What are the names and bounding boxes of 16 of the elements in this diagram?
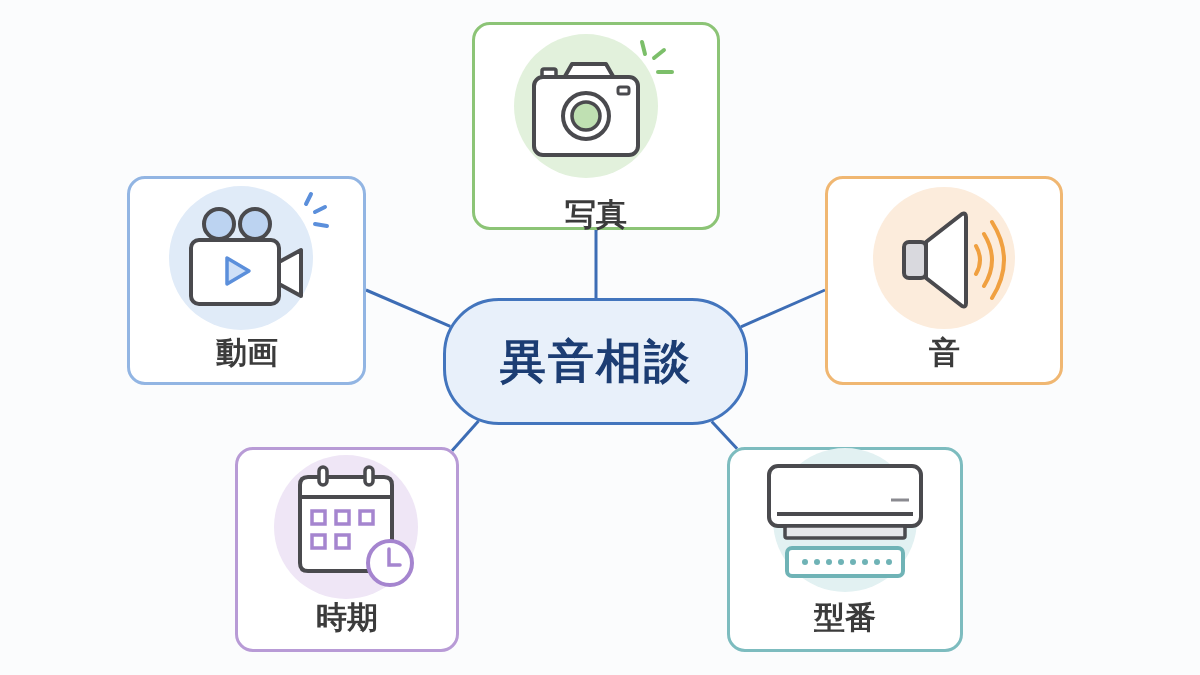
topic-card <box>727 447 963 652</box>
topic-label: 動画 <box>215 335 278 371</box>
topic-label: 写真 <box>565 197 627 233</box>
topic-card <box>235 447 459 652</box>
topic-card <box>127 176 366 385</box>
connector-line <box>450 420 480 452</box>
topic-card <box>825 176 1063 385</box>
connector-line <box>594 230 598 298</box>
connector-line <box>365 288 451 328</box>
connector-line <box>710 420 739 450</box>
topic-card <box>472 22 720 230</box>
central-topic: 異音相談 <box>443 298 748 425</box>
topic-label: 型番 <box>814 600 876 636</box>
connector-line <box>740 288 826 329</box>
topic-label: 音 <box>928 335 960 371</box>
topic-label: 時期 <box>316 600 378 636</box>
